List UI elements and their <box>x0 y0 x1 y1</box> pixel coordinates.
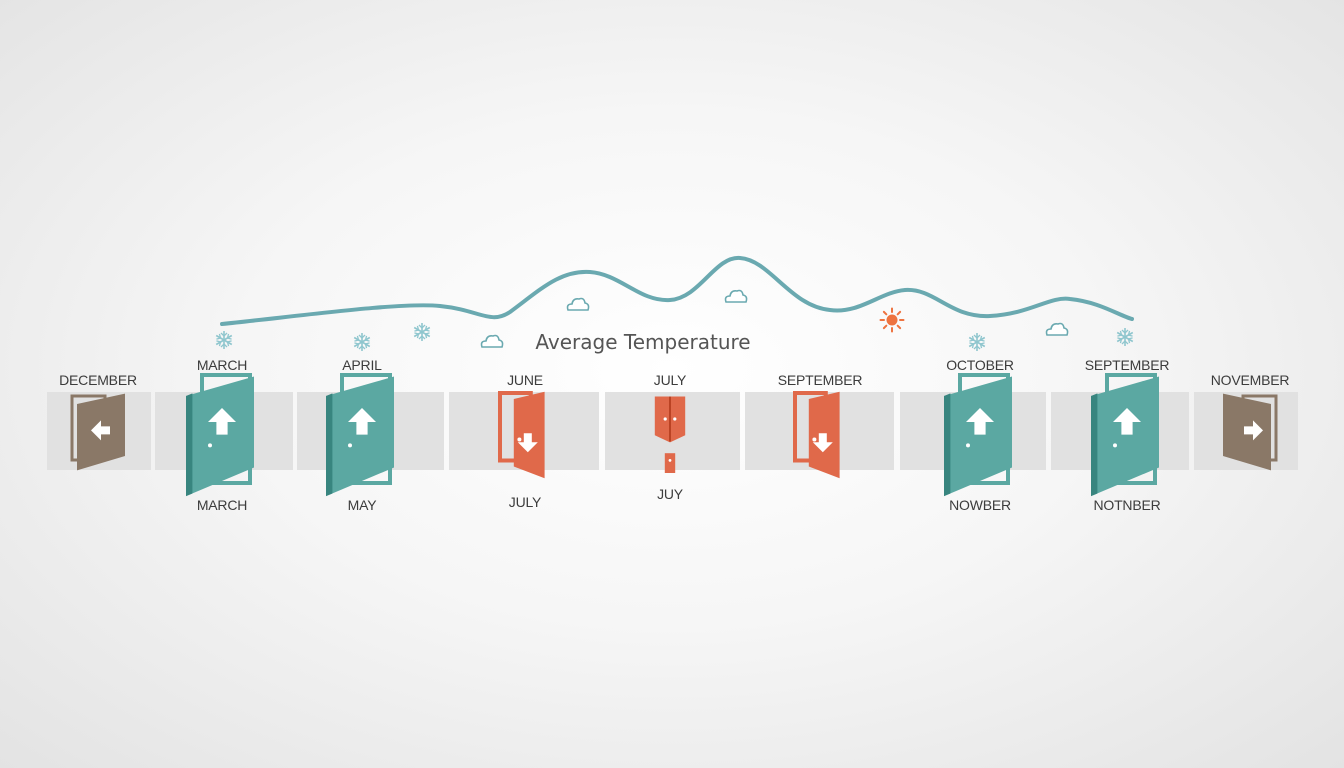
snowflake-icon <box>413 323 431 341</box>
door-top-label: APRIL <box>342 357 382 373</box>
door-bottom-label: NOTNBER <box>1093 497 1161 513</box>
door-bottom-label: MAY <box>347 497 377 513</box>
door-bottom-label: JUY <box>657 486 683 502</box>
sun-icon <box>879 307 905 333</box>
door-top-label: JUNE <box>507 372 543 388</box>
door-icon <box>70 393 125 471</box>
door-bottom-label: NOWBER <box>949 497 1011 513</box>
door-bottom-label: JULY <box>508 494 542 510</box>
door-top-label: SEPTEMBER <box>1084 357 1170 373</box>
cloud-icon <box>566 297 590 311</box>
door-icon <box>186 373 254 497</box>
door-icon <box>944 373 1012 497</box>
door-top-label: MARCH <box>196 357 248 373</box>
door-icon <box>793 391 840 479</box>
door-top-label: NOVEMBER <box>1210 372 1290 388</box>
door-top-label: JULY <box>653 372 687 388</box>
temperature-curve <box>220 256 1134 326</box>
snowflake-icon <box>1116 328 1134 346</box>
chart-title: Average Temperature <box>535 330 751 354</box>
snowflake-icon <box>968 333 986 351</box>
door-icon <box>1223 393 1278 471</box>
cloud-icon <box>1045 322 1069 336</box>
door-icon <box>654 396 686 473</box>
snowflake-icon <box>353 333 371 351</box>
door-icon <box>326 373 394 497</box>
door-top-label: SEPTEMBER <box>777 372 863 388</box>
door-top-label: DECEMBER <box>59 372 137 388</box>
cloud-icon <box>480 334 504 348</box>
door-icon <box>498 391 545 479</box>
door-top-label: OCTOBER <box>946 357 1014 373</box>
cloud-icon <box>724 289 748 303</box>
door-bottom-label: MARCH <box>196 497 248 513</box>
snowflake-icon <box>215 331 233 349</box>
door-icon <box>1091 373 1159 497</box>
